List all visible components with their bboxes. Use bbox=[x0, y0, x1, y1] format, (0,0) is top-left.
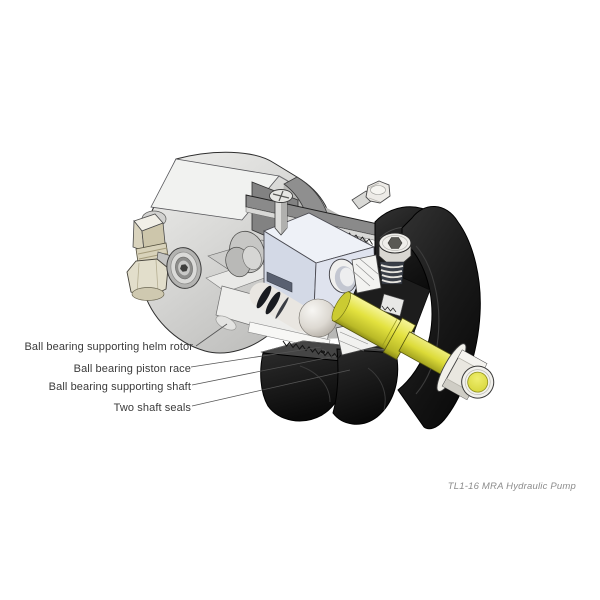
nut-hex-facet-bottom bbox=[442, 378, 472, 400]
cap-screw-coil bbox=[380, 264, 404, 284]
shaft-end-cap bbox=[331, 291, 351, 322]
shaft-step-line bbox=[381, 319, 398, 347]
piston-groove bbox=[275, 297, 289, 319]
leader-helm-rotor bbox=[195, 323, 228, 347]
hex-bolt bbox=[351, 180, 391, 210]
figure-caption: TL1-16 MRA Hydraulic Pump bbox=[447, 481, 576, 492]
cap-screw-hex-socket bbox=[387, 237, 403, 249]
left-lobe-inner-arc bbox=[299, 365, 331, 403]
bracket-upper-hatch bbox=[353, 258, 379, 287]
nut-end-ring bbox=[464, 369, 491, 395]
cover-screw-slot bbox=[272, 190, 290, 202]
internal-assembly bbox=[225, 189, 377, 338]
bearing-tab-serration bbox=[381, 305, 397, 313]
socket-cap-screw bbox=[378, 232, 412, 285]
fitting-nut-base bbox=[131, 287, 165, 301]
rack-serration-right bbox=[314, 348, 342, 360]
rotor-slot bbox=[266, 271, 293, 293]
drive-shaft bbox=[331, 291, 495, 401]
leader-shaft-seals bbox=[191, 369, 351, 407]
piston-ball bbox=[298, 298, 338, 338]
bearing-tab bbox=[379, 293, 405, 317]
boss-hex-socket bbox=[180, 264, 188, 272]
rotor-bore-inner bbox=[339, 267, 355, 287]
bracket-upper bbox=[351, 254, 382, 294]
hex-bolt-facet bbox=[367, 182, 381, 203]
piston-oring-1 bbox=[256, 285, 272, 309]
callout-shaft-bearing: Ball bearing supporting shaft bbox=[48, 381, 191, 393]
cover-screw-shank-shade bbox=[281, 200, 287, 234]
callout-piston-race-bearing: Ball bearing piston race bbox=[73, 363, 191, 375]
black-right-lobe-inner-arc bbox=[415, 245, 440, 395]
callout-helm-rotor-bearing: Ball bearing supporting helm rotor bbox=[24, 341, 193, 353]
leader-piston-race bbox=[190, 346, 322, 368]
cap-screw-rim bbox=[382, 235, 408, 251]
bearing-race-hub bbox=[242, 245, 262, 271]
fitting-hex-facets bbox=[136, 259, 159, 294]
leader-lines bbox=[190, 323, 351, 407]
black-bottom-right-lobe bbox=[332, 348, 399, 425]
leader-supporting-shaft bbox=[191, 355, 337, 386]
right-lobe-inner-arc bbox=[367, 367, 386, 411]
callout-shaft-seals: Two shaft seals bbox=[113, 402, 191, 414]
front-boss-plug bbox=[166, 247, 202, 289]
piston-oring-2 bbox=[265, 291, 281, 315]
shaft-end-yellow bbox=[467, 371, 489, 393]
hex-bolt-top-face bbox=[370, 185, 386, 195]
housing-bottom-highlight bbox=[215, 315, 237, 331]
